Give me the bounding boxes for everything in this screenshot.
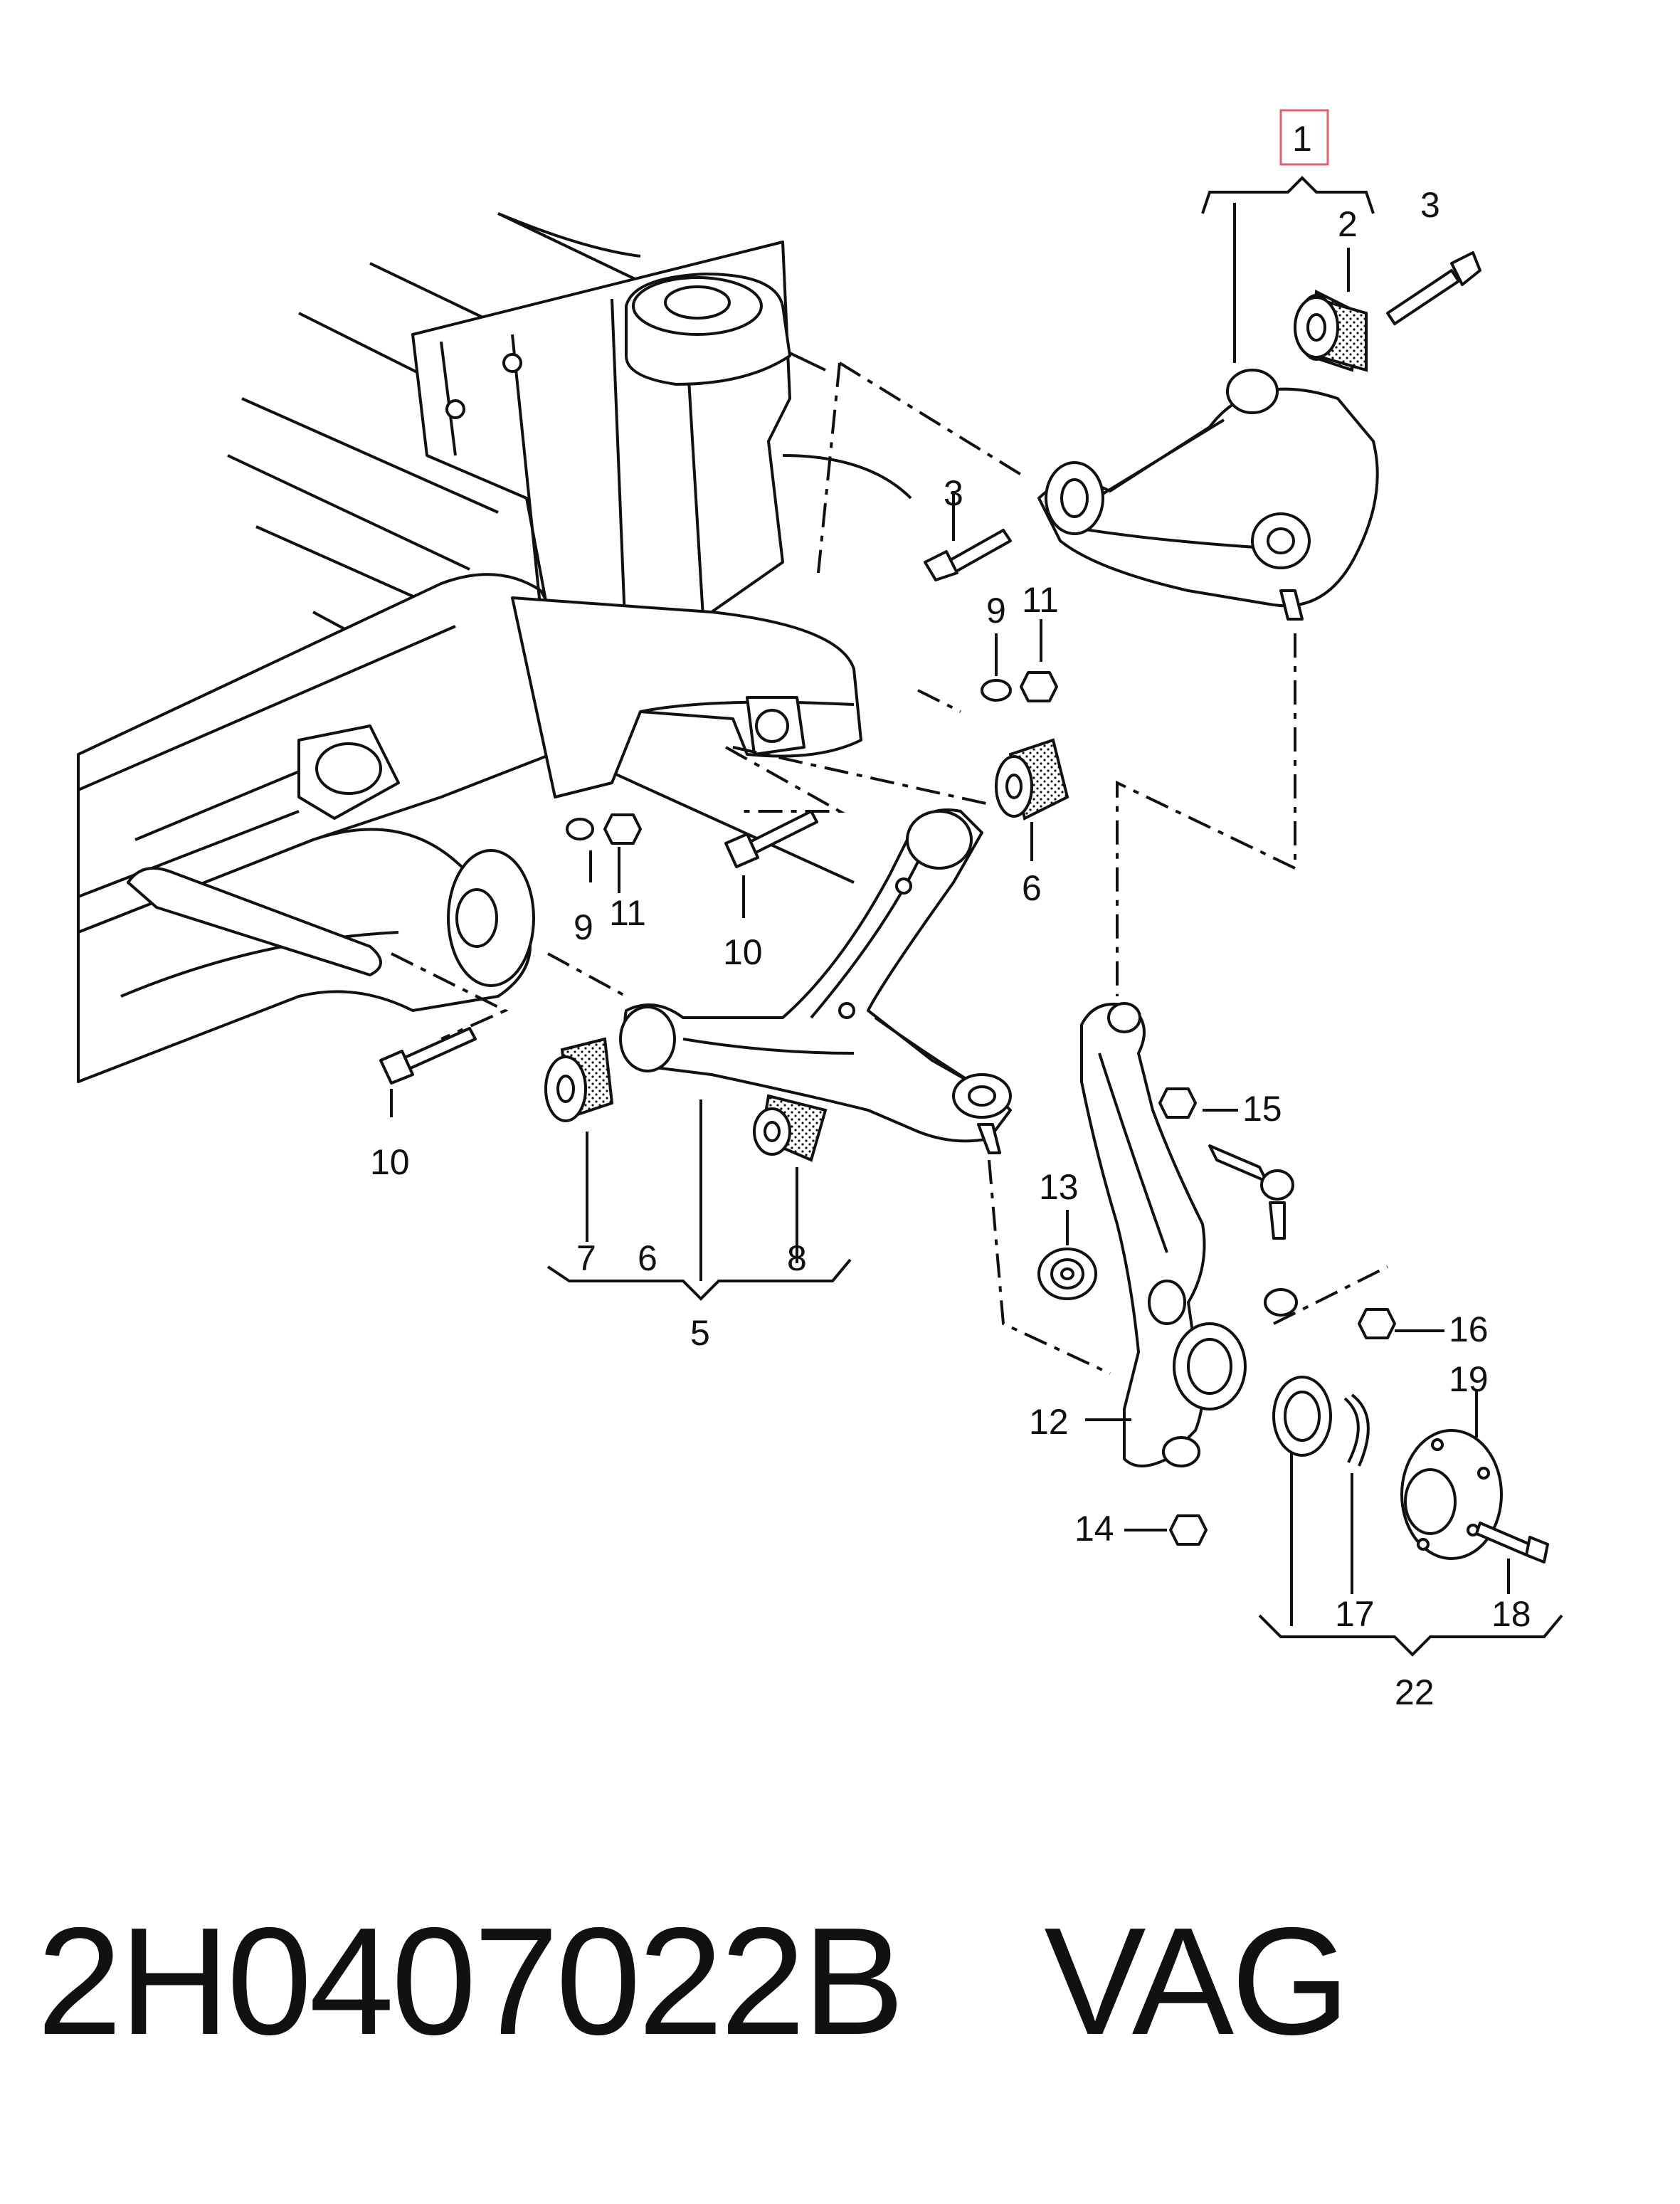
callout-10-lower: 10 [370,1142,410,1182]
callout-14: 14 [1074,1509,1114,1549]
callout-8: 8 [787,1238,807,1278]
bolt-lower-arm-rear [379,1027,477,1085]
bolt-upper-arm-front [924,529,1012,581]
callout-12: 12 [1029,1402,1069,1442]
callout-13: 13 [1039,1167,1079,1207]
callout-2: 2 [1338,204,1358,244]
lower-arm-bushing-6 [995,738,1069,821]
bolt-lower-arm-front [724,810,818,868]
callout-16: 16 [1449,1309,1489,1349]
callout-9-lower: 9 [574,907,593,947]
callout-9-upper: 9 [986,591,1006,631]
steering-knuckle [1080,1002,1298,1467]
part-caption: 2H0407022B VAG [37,1893,1350,2069]
callout-6-lower: 6 [638,1238,657,1278]
callout-7: 7 [576,1238,596,1278]
lower-arm-bushing-7 [544,1037,614,1122]
hub-bolt-18 [1475,1522,1549,1564]
wheel-bearing [1272,1376,1332,1457]
callout-18: 18 [1491,1594,1531,1634]
callout-5: 5 [690,1313,710,1353]
callout-10-upper: 10 [723,932,763,972]
callout-3-front-bolt: 3 [944,473,963,513]
callout-19: 19 [1449,1359,1489,1399]
nuts-14-15-16 [1158,1087,1396,1546]
wheel-hub-19 [1400,1429,1503,1560]
lower-control-arm [619,808,1012,1154]
callout-6-upper: 6 [1022,868,1042,908]
callout-11-upper: 11 [1022,580,1059,620]
washers-and-nuts [566,671,1058,845]
callout-labels: 1 2 3 3 9 11 6 10 9 11 10 7 6 8 5 15 13 … [370,109,1531,1712]
tie-rod-end [1208,1144,1294,1240]
lower-arm-bushing-8 [753,1094,828,1162]
callout-11-lower: 11 [609,893,646,933]
upper-arm-bushing-2 [1294,296,1368,372]
upper-control-arm [1037,369,1379,621]
callout-15: 15 [1242,1089,1282,1129]
part-number: 2H0407022B [37,1895,904,2067]
bolt-upper-arm-rear [1386,251,1481,325]
callout-22: 22 [1395,1672,1435,1712]
callout-3-rear-bolt: 3 [1420,185,1440,225]
subframe-body-structure [77,212,912,1083]
circlip-17 [1343,1393,1370,1467]
brand-name: VAG [1044,1895,1350,2067]
dust-cover-13 [1037,1248,1097,1300]
callout-17: 17 [1335,1594,1375,1634]
callout-1-highlight-box [1279,109,1329,166]
assembly-lines [390,176,1563,1657]
callout-1: 1 [1292,119,1312,159]
